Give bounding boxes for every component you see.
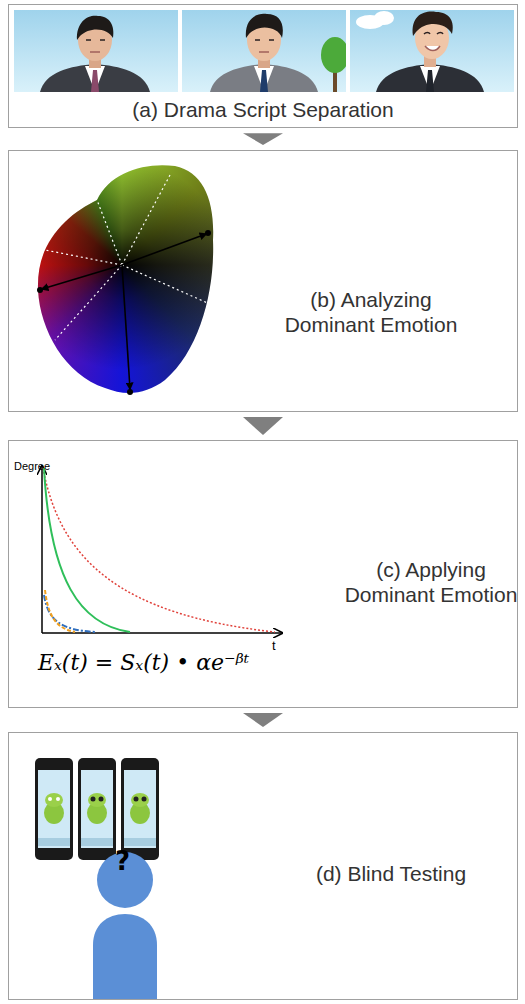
illustration-part <box>124 838 156 846</box>
illustration-part <box>426 70 434 92</box>
illustration-part <box>122 234 206 265</box>
illustration-part <box>81 770 113 848</box>
illustration-part <box>81 838 113 846</box>
illustration-part <box>254 66 274 92</box>
illustration-part <box>37 287 43 293</box>
formula: Eₓ(t) = Sₓ(t) • αe⁻ᵝᵗ <box>38 650 249 675</box>
question-mark: ? <box>115 846 130 876</box>
stage-panel: (b) Analyzing Dominant Emotion <box>8 150 518 412</box>
illustration-part <box>97 200 122 265</box>
illustration-part <box>91 70 99 92</box>
illustration-part <box>142 797 147 802</box>
portrait-photo <box>14 10 178 92</box>
illustration-part <box>41 466 43 633</box>
illustration-part <box>121 758 159 860</box>
decay-graph <box>42 466 282 633</box>
illustration-part <box>45 250 122 265</box>
illustration-part <box>246 14 283 38</box>
stage-caption: (a) Drama Script Separation <box>9 97 517 122</box>
illustration-part <box>99 797 104 802</box>
phone-mockups <box>35 758 159 860</box>
illustration-part <box>45 793 63 807</box>
illustration-part <box>374 11 394 25</box>
illustration-part <box>77 16 113 40</box>
illustration-part <box>122 265 212 305</box>
flow-arrow <box>243 713 283 727</box>
illustration-part <box>425 46 440 51</box>
illustration-part <box>91 797 96 802</box>
illustration-part <box>40 64 150 92</box>
illustration-part <box>321 37 346 73</box>
illustration-part <box>90 51 100 53</box>
label-holder: t <box>272 638 276 653</box>
stage-caption: (b) Analyzing Dominant Emotion <box>271 287 471 337</box>
illustration-part <box>86 39 105 41</box>
illustration-part <box>42 265 122 289</box>
illustration-part <box>35 758 73 860</box>
illustration-part <box>55 265 122 340</box>
illustration-part <box>42 234 206 389</box>
illustration-part <box>14 10 178 92</box>
stage-caption: (d) Blind Testing <box>281 861 501 886</box>
illustration-part <box>35 758 73 860</box>
label-holder: Degree <box>14 460 50 472</box>
emotion-color-wheel <box>25 160 225 400</box>
axis-label: t <box>272 638 276 653</box>
portrait-photo <box>182 10 346 92</box>
illustration-part <box>45 590 75 632</box>
illustration-part <box>124 770 156 848</box>
illustration-part <box>376 64 484 92</box>
illustration-part <box>131 793 149 807</box>
illustration-part <box>85 66 105 92</box>
illustration-part <box>420 66 440 92</box>
illustration-part <box>78 758 116 860</box>
portrait-photo <box>350 10 514 92</box>
illustration-part <box>210 64 318 92</box>
flow-arrow <box>243 133 283 145</box>
illustration-part <box>122 265 130 389</box>
illustration-part <box>259 51 269 53</box>
illustration-part <box>42 632 282 634</box>
illustration-part <box>78 758 116 860</box>
label-holder: ? <box>115 846 130 876</box>
stage-caption: (c) Applying Dominant Emotion <box>331 557 525 607</box>
illustration-part <box>260 70 268 92</box>
illustration-part <box>255 39 274 41</box>
illustration-part <box>424 33 443 35</box>
illustration-part <box>48 797 52 801</box>
illustration-part <box>45 175 212 340</box>
illustration-part <box>93 914 157 999</box>
illustration-part <box>350 10 514 92</box>
stage-panel: (a) Drama Script Separation <box>8 4 518 128</box>
axis-label: Degree <box>14 460 50 472</box>
label-holder: Eₓ(t) = Sₓ(t) • αe⁻ᵝᵗ <box>38 650 249 675</box>
illustration-part <box>413 12 453 36</box>
illustration-part <box>38 770 70 848</box>
illustration-part <box>38 838 70 846</box>
illustration-part <box>43 468 275 632</box>
illustration-part <box>121 758 159 860</box>
illustration-part <box>205 230 211 236</box>
flow-arrow <box>243 417 283 435</box>
illustration-part <box>56 797 60 801</box>
illustration-part <box>127 389 133 395</box>
illustration-part <box>44 468 130 632</box>
illustration-part <box>134 797 139 802</box>
illustration-part <box>122 175 170 265</box>
stage-panel: (d) Blind Testing <box>8 732 518 1000</box>
illustration-part <box>88 793 106 807</box>
illustration-part <box>37 230 211 395</box>
